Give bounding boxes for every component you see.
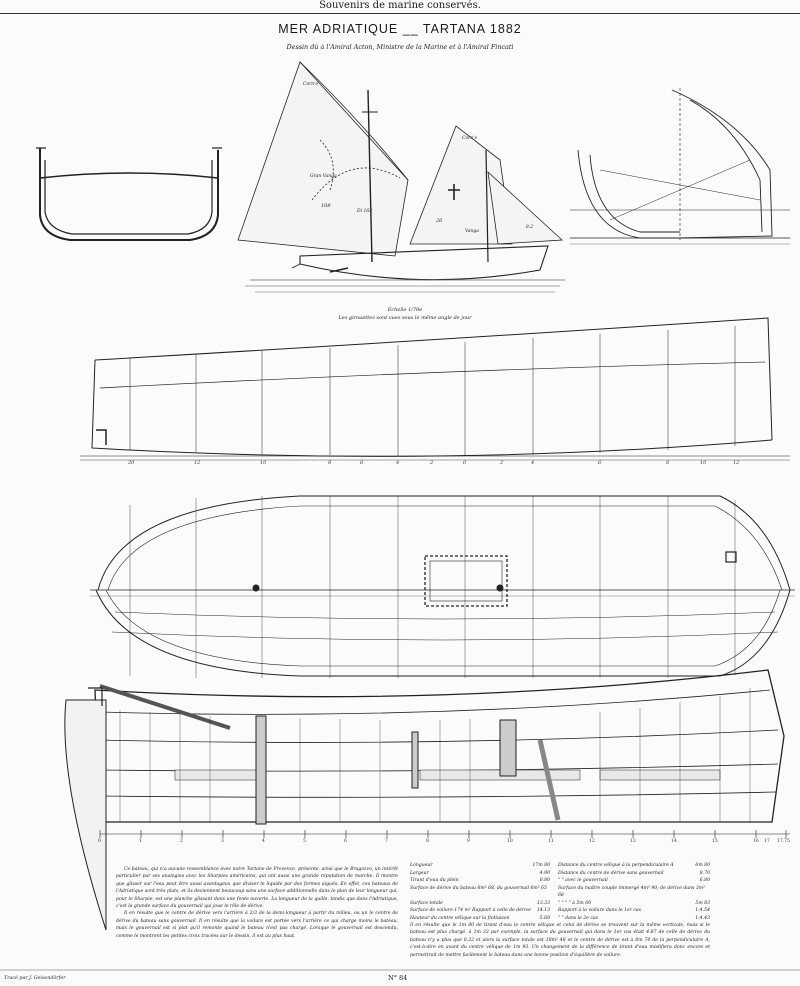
dimension-value: 0.80	[539, 878, 550, 883]
dimension-value: 6m 80	[695, 863, 710, 868]
station-label: 8	[328, 460, 332, 466]
plate-header: Souvenirs de marine conservés.	[0, 0, 800, 14]
midship-section	[36, 147, 222, 241]
ruler-label: 4	[262, 839, 265, 844]
half-breadth-plan	[90, 495, 795, 678]
station-label: 20	[128, 460, 135, 466]
dimension-value: 1:4.43	[695, 915, 710, 921]
sail-label-main-top: Corn'e	[303, 82, 319, 87]
dimension-row: Longueur 17m 80 Distance du centre véliqu…	[410, 862, 710, 870]
description-paragraph: Ce bateau, qui n'a aucune ressemblance a…	[116, 867, 398, 910]
sail-label-fore-top: Corn'e	[462, 136, 478, 141]
ruler-label: 17	[764, 839, 770, 844]
dimension-value: 4.90	[539, 870, 550, 876]
dimension-row: Largeur 4.90 Distance du centre de dérive…	[410, 870, 710, 878]
ruler-label: 13	[630, 839, 636, 844]
notes-text: Il en résulte que le 1m 80 de tirant d'e…	[410, 923, 710, 958]
ruler-label: 15	[712, 839, 718, 844]
dimension-label: Largeur	[410, 870, 429, 876]
dimension-value: 17m 80	[532, 863, 550, 868]
dimension-value: 5m 83	[695, 900, 710, 906]
ruler-label: 0	[98, 839, 101, 844]
dimension-value: 14.13	[536, 908, 550, 913]
scale-ruler	[99, 830, 790, 838]
dimension-label: Hauteur du centre vélique sur la flottai…	[410, 915, 510, 921]
dimension-label: Rapport à la voilure dans le 1er cas	[558, 908, 642, 913]
dimension-value: 13.33	[536, 900, 550, 906]
dimension-row: Surface de dérive du bateau 6m² 68, du g…	[410, 885, 710, 900]
ruler-label: 8	[426, 839, 429, 844]
ruler-label: 3	[221, 839, 224, 844]
dimension-label: Tirant d'eau du plein	[410, 878, 459, 883]
description-paragraph: Il en résulte que le centre de dérive ve…	[116, 911, 398, 939]
ruler-label: 17.75	[777, 839, 790, 844]
station-label: 4	[531, 460, 535, 466]
plate-subtitle: Dessin dû à l'Amiral Acton, Ministre de …	[286, 43, 514, 51]
dimension-label: Surface de dérive du bateau 6m² 68, du g…	[410, 885, 547, 891]
station-label: 4	[396, 460, 400, 466]
station-label: 8	[666, 460, 670, 466]
ruler-label: 6	[344, 839, 347, 844]
dimension-label: Longueur	[410, 863, 433, 868]
inboard-profile	[64, 669, 785, 931]
station-label: 2	[500, 460, 504, 466]
station-label: 2	[430, 460, 434, 466]
ruler-label: 7	[385, 839, 388, 844]
dimension-label: " " avec le gouvernail	[558, 878, 608, 883]
dimensions-table: Longueur 17m 80 Distance du centre véliqu…	[410, 862, 710, 922]
dimension-row: Surface totale 13.33 " " " " à 5m 60 5m 83	[410, 900, 710, 908]
drawn-by: Tracé par J. Geisendörfer	[4, 976, 66, 981]
profile-plan	[80, 317, 790, 461]
station-label: 10	[700, 460, 707, 466]
header-rule	[0, 13, 800, 14]
ruler-label: 1	[139, 839, 142, 844]
ruler-label: 5	[303, 839, 306, 844]
ruler-label: 12	[589, 839, 595, 844]
scale-label: Échelle 1/70e	[387, 307, 423, 313]
station-label: 6	[360, 460, 364, 466]
sail-label-main-area: 108	[321, 203, 331, 209]
dimension-label: Distance du centre vélique à la perpendi…	[558, 863, 674, 868]
station-label: 6	[598, 460, 602, 466]
sail-label-main-panel: Di 163	[357, 209, 373, 214]
ruler-label: 9	[467, 839, 470, 844]
ruler-label: 10	[507, 839, 513, 844]
header-text: Souvenirs de marine conservés.	[319, 0, 481, 11]
dimension-value: 1:4.54	[695, 908, 710, 913]
station-label: 10	[260, 460, 267, 466]
ruler-label: 11	[548, 839, 554, 844]
sail-label-fore-corner: 8.2	[526, 225, 534, 230]
dimension-row: Tirant d'eau du plein 0.80 " " avec le go…	[410, 877, 710, 885]
dimension-label: " " " " à 5m 60	[558, 900, 592, 906]
plate-title: MER ADRIATIQUE __ TARTANA 1882	[278, 22, 522, 36]
station-label: 12	[194, 460, 201, 466]
description-text: Ce bateau, qui n'a aucune ressemblance a…	[116, 866, 398, 940]
sail-plan	[237, 61, 565, 293]
sail-label-fore-area: 26	[436, 218, 443, 224]
plate-number: N° 84	[388, 974, 408, 982]
dimension-value: 8.70	[699, 870, 710, 876]
dimension-label: Distance du centre de dérive sans gouver…	[558, 870, 664, 876]
dimension-label: Surface de voilure 174 m² Rapport à cell…	[410, 908, 531, 913]
station-label: 12	[733, 460, 740, 466]
dimension-value: 6.80	[699, 878, 710, 883]
body-plan	[570, 88, 790, 245]
scale-caption: Échelle 1/70e Les girouettes sont vues s…	[330, 306, 480, 322]
ruler-label: 2	[180, 839, 183, 844]
sail-label-main-mid: Gran Vanga	[310, 174, 337, 179]
dimension-label: " " dans le 2e cas	[558, 915, 599, 921]
dimension-value: 5.60	[539, 915, 550, 921]
dimension-row: Hauteur du centre vélique sur la flottai…	[410, 915, 710, 923]
dimension-label: Surface du maître couple immergé 4m² 90;…	[558, 885, 705, 899]
scale-note: Les girouettes sont vues sous le même an…	[338, 315, 472, 321]
sail-label-fore-mid: Vanga	[465, 229, 479, 234]
ruler-label: 16	[753, 839, 759, 844]
dimension-label: Surface totale	[410, 900, 443, 906]
station-label: 0	[463, 460, 467, 466]
ruler-label: 14	[671, 839, 677, 844]
dimension-row: Surface de voilure 174 m² Rapport à cell…	[410, 907, 710, 915]
